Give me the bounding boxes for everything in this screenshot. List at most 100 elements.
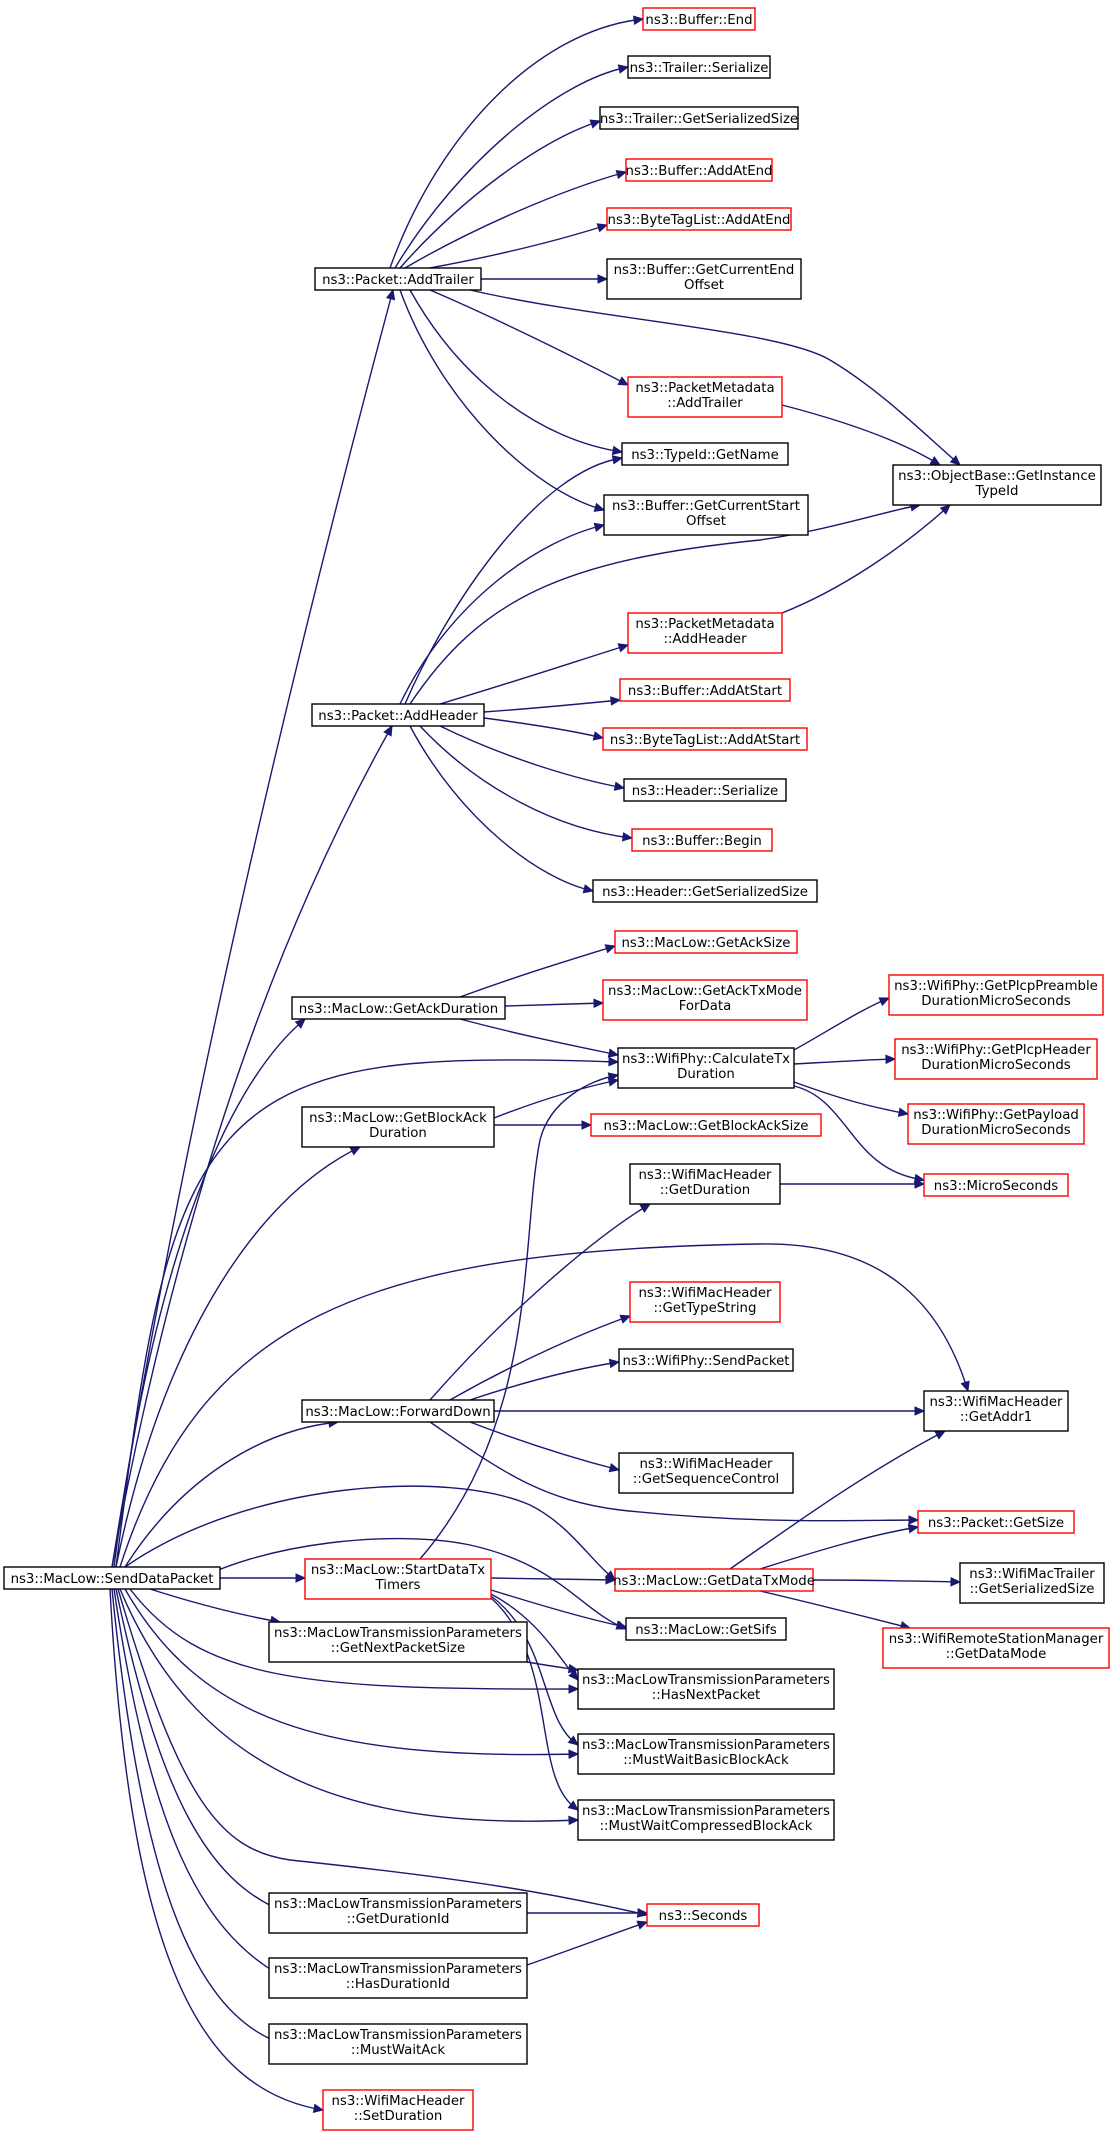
- node-box: [618, 1452, 794, 1494]
- node-mltp-has-next-packet[interactable]: ns3::MacLowTransmissionParameters::HasNe…: [577, 1668, 835, 1710]
- node-box: [625, 1617, 787, 1641]
- node-label: ::MustWaitAck: [351, 2043, 446, 2058]
- node-packet-metadata-add-header[interactable]: ns3::PacketMetadata::AddHeader: [627, 612, 783, 654]
- node-label: ns3::MacLowTransmissionParameters: [274, 1626, 522, 1641]
- node-trailer-serialize[interactable]: ns3::Trailer::Serialize: [627, 55, 771, 79]
- edge-get_block_ack_duration-to-maclow_get_block_ack_size: [494, 1120, 593, 1130]
- node-label: ns3::MacLow::GetDataTxMode: [613, 1574, 815, 1589]
- edge-send_data_packet-to-mltp_must_wait_ack: [111, 1588, 282, 2044]
- node-header-get-serialized-size[interactable]: ns3::Header::GetSerializedSize: [592, 879, 818, 903]
- node-wmh-get-sequence-control[interactable]: ns3::WifiMacHeader::GetSequenceControl: [618, 1452, 794, 1494]
- node-label: ns3::WifiMacHeader: [638, 1168, 772, 1183]
- node-label: ::GetTypeString: [654, 1301, 757, 1316]
- node-send-data-packet[interactable]: ns3::MacLow::SendDataPacket: [3, 1566, 221, 1590]
- node-maclow-get-ack-size[interactable]: ns3::MacLow::GetAckSize: [614, 930, 798, 954]
- node-label: ns3::MacLowTransmissionParameters: [582, 1738, 830, 1753]
- node-wrsm-get-data-mode[interactable]: ns3::WifiRemoteStationManager::GetDataMo…: [882, 1627, 1110, 1669]
- edge-send_data_packet-to-get_block_ack_duration: [115, 1146, 362, 1568]
- node-label: ns3::MacLow::GetSifs: [635, 1623, 777, 1638]
- node-buffer-add-at-start[interactable]: ns3::Buffer::AddAtStart: [619, 678, 791, 702]
- node-label: DurationMicroSeconds: [921, 1123, 1070, 1138]
- node-label: ::MustWaitBasicBlockAck: [623, 1753, 789, 1768]
- node-box: [627, 55, 771, 79]
- node-label: ::GetDataMode: [946, 1647, 1047, 1662]
- node-label: ns3::WifiRemoteStationManager: [889, 1632, 1104, 1647]
- node-label: ns3::Packet::AddHeader: [318, 709, 478, 724]
- node-maclow-get-block-ack-size[interactable]: ns3::MacLow::GetBlockAckSize: [590, 1113, 822, 1137]
- node-seconds[interactable]: ns3::Seconds: [646, 1903, 760, 1927]
- node-packet-get-size[interactable]: ns3::Packet::GetSize: [917, 1510, 1075, 1534]
- node-label: ns3::MacLow::GetBlockAck: [309, 1111, 487, 1126]
- node-wifiphy-send-packet[interactable]: ns3::WifiPhy::SendPacket: [618, 1348, 794, 1372]
- node-label: ::GetSequenceControl: [633, 1472, 779, 1487]
- node-box: [304, 1558, 492, 1600]
- node-box: [268, 2023, 528, 2065]
- node-bytetaglist-add-at-start[interactable]: ns3::ByteTagList::AddAtStart: [602, 727, 808, 751]
- node-box: [603, 494, 809, 536]
- node-wifiphy-get-plcp-preamble[interactable]: ns3::WifiPhy::GetPlcpPreambleDurationMic…: [888, 974, 1104, 1016]
- node-label: ns3::MacLow::StartDataTx: [311, 1563, 485, 1578]
- node-typeid-get-name[interactable]: ns3::TypeId::GetName: [621, 442, 789, 466]
- edge-send_data_packet-to-mltp_has_next_packet: [129, 1588, 580, 1694]
- edge-wmh_get_duration-to-microseconds: [780, 1179, 926, 1189]
- node-microseconds[interactable]: ns3::MicroSeconds: [923, 1173, 1069, 1197]
- node-trailer-get-serialized-size[interactable]: ns3::Trailer::GetSerializedSize: [599, 106, 799, 130]
- node-mltp-must-wait-compressed-block-ack[interactable]: ns3::MacLowTransmissionParameters::MustW…: [577, 1799, 835, 1841]
- node-maclow-get-data-tx-mode[interactable]: ns3::MacLow::GetDataTxMode: [613, 1568, 815, 1592]
- node-label: TypeId: [975, 484, 1019, 499]
- node-add-header[interactable]: ns3::Packet::AddHeader: [311, 703, 485, 727]
- node-mltp-get-duration-id[interactable]: ns3::MacLowTransmissionParameters::GetDu…: [268, 1892, 528, 1934]
- node-add-trailer[interactable]: ns3::Packet::AddTrailer: [314, 267, 482, 291]
- node-wifiphy-get-payload[interactable]: ns3::WifiPhy::GetPayloadDurationMicroSec…: [907, 1103, 1085, 1145]
- node-buffer-begin[interactable]: ns3::Buffer::Begin: [631, 828, 773, 852]
- node-box: [602, 727, 808, 751]
- node-label: ns3::MacLow::ForwardDown: [305, 1405, 490, 1420]
- node-box: [621, 442, 789, 466]
- node-label: ns3::WifiMacHeader: [331, 2094, 465, 2109]
- edge-mltp_get_duration_id-to-seconds: [527, 1908, 649, 1918]
- node-wifiphy-get-plcp-header[interactable]: ns3::WifiPhy::GetPlcpHeaderDurationMicro…: [894, 1038, 1098, 1080]
- node-bytetaglist-add-at-end[interactable]: ns3::ByteTagList::AddAtEnd: [606, 207, 792, 231]
- node-maclow-get-sifs[interactable]: ns3::MacLow::GetSifs: [625, 1617, 787, 1641]
- node-box: [892, 464, 1102, 506]
- edge-add_header-to-buffer_add_at_start: [483, 696, 622, 713]
- node-label: ::HasNextPacket: [652, 1688, 761, 1703]
- node-box: [614, 1568, 814, 1592]
- node-wmh-get-duration[interactable]: ns3::WifiMacHeader::GetDuration: [629, 1163, 781, 1205]
- node-wmh-get-addr1[interactable]: ns3::WifiMacHeader::GetAddr1: [923, 1390, 1069, 1432]
- node-wmh-set-duration[interactable]: ns3::WifiMacHeader::SetDuration: [322, 2089, 474, 2131]
- node-wifimactrailer-get-serialized-size[interactable]: ns3::WifiMacTrailer::GetSerializedSize: [959, 1562, 1105, 1604]
- node-get-ack-duration[interactable]: ns3::MacLow::GetAckDuration: [291, 996, 506, 1020]
- edge-send_data_packet-to-mltp_get_next_packet_size: [149, 1588, 282, 1626]
- edge-start_data_tx_timers-to-mltp_must_wait_basic_block_ack: [490, 1595, 579, 1746]
- node-box: [623, 778, 787, 802]
- node-mltp-has-duration-id[interactable]: ns3::MacLowTransmissionParameters::HasDu…: [268, 1957, 528, 1999]
- node-mltp-get-next-packet-size[interactable]: ns3::MacLowTransmissionParameters::GetNe…: [268, 1621, 528, 1663]
- edge-get_ack_duration-to-maclow_get_ack_tx_mode_for_data: [504, 998, 605, 1009]
- node-label: ns3::Header::Serialize: [632, 784, 778, 799]
- node-box: [577, 1733, 835, 1775]
- node-buffer-end[interactable]: ns3::Buffer::End: [642, 7, 756, 31]
- node-packet-metadata-add-trailer[interactable]: ns3::PacketMetadata::AddTrailer: [627, 376, 783, 418]
- node-mltp-must-wait-basic-block-ack[interactable]: ns3::MacLowTransmissionParameters::MustW…: [577, 1733, 835, 1775]
- node-wmh-get-type-string[interactable]: ns3::WifiMacHeader::GetTypeString: [629, 1281, 781, 1323]
- edge-add_trailer-to-objectbase_get_instance_typeid: [469, 289, 961, 466]
- edge-add_trailer-to-typeid_get_name: [409, 289, 624, 456]
- node-forward-down[interactable]: ns3::MacLow::ForwardDown: [301, 1399, 495, 1423]
- node-box: [268, 1892, 528, 1934]
- edge-start_data_tx_timers-to-maclow_get_sifs: [490, 1589, 628, 1630]
- node-label: ns3::MacLowTransmissionParameters: [582, 1804, 830, 1819]
- edge-add_header-to-buffer_get_current_start_offset: [399, 522, 606, 705]
- node-header-serialize[interactable]: ns3::Header::Serialize: [623, 778, 787, 802]
- node-label: ns3::Seconds: [659, 1909, 748, 1924]
- node-mltp-must-wait-ack[interactable]: ns3::MacLowTransmissionParameters::MustW…: [268, 2023, 528, 2065]
- node-buffer-add-at-end[interactable]: ns3::Buffer::AddAtEnd: [625, 158, 773, 182]
